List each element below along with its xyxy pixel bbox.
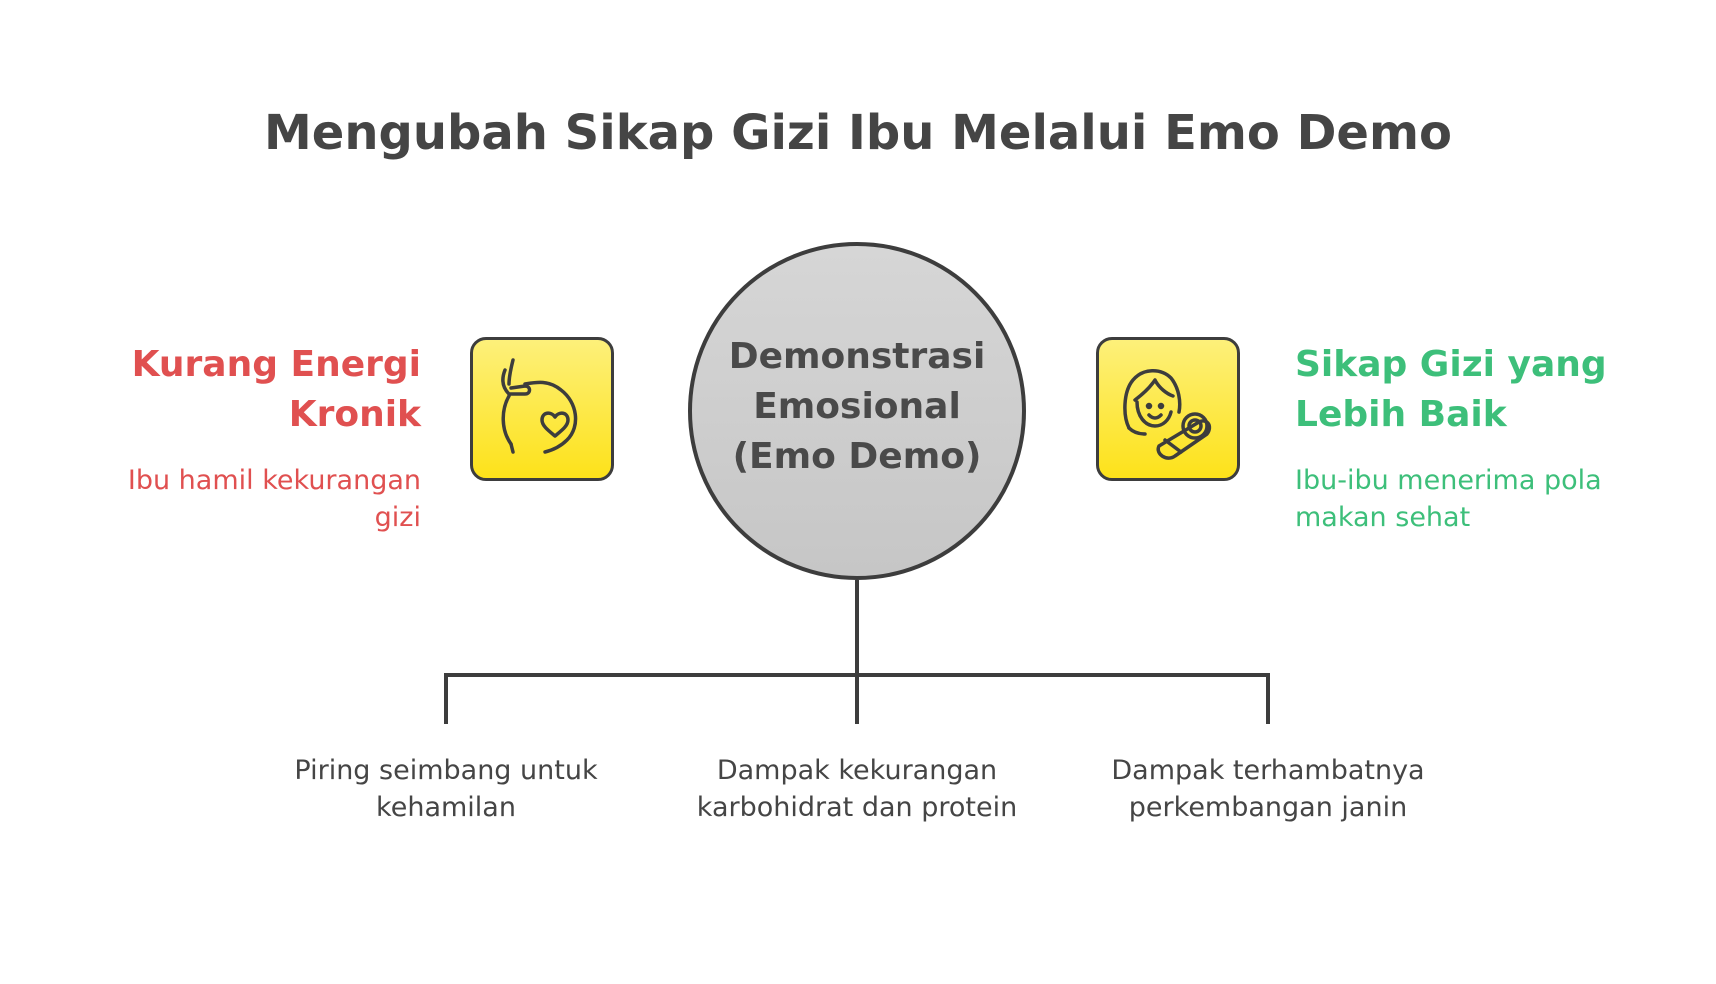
branch-label: Dampak kekurangan karbohidrat dan protei… [677,752,1037,826]
right-description-line: Ibu-ibu menerima pola [1295,465,1602,496]
center-label-line: (Emo Demo) [732,436,982,477]
left-description: Ibu hamil kekurangan gizi [101,462,421,536]
right-heading: Sikap Gizi yang Lebih Baik [1295,340,1615,440]
center-label-line: Emosional [753,386,961,427]
right-description: Ibu-ibu menerima pola makan sehat [1295,462,1625,536]
left-heading-line: Kronik [288,394,421,435]
branch-label-line: perkembangan janin [1128,792,1408,823]
right-description-line: makan sehat [1295,502,1471,533]
pregnant-belly-heart-icon [470,337,614,481]
branch-label: Dampak terhambatnya perkembangan janin [1088,752,1448,826]
right-heading-line: Lebih Baik [1295,394,1507,435]
branch-label-line: karbohidrat dan protein [696,792,1018,823]
branch-label-line: kehamilan [376,792,516,823]
branch-label-line: Dampak terhambatnya [1111,755,1425,786]
center-label: Demonstrasi Emosional (Emo Demo) [727,332,987,482]
left-description-line: gizi [374,502,421,533]
left-heading-line: Kurang Energi [131,344,421,385]
diagram-title: Mengubah Sikap Gizi Ibu Melalui Emo Demo [264,105,1452,161]
branch-label-line: Piring seimbang untuk [294,755,598,786]
branch-label-line: Dampak kekurangan [716,755,998,786]
center-label-line: Demonstrasi [728,336,986,377]
left-description-line: Ibu hamil kekurangan [127,465,421,496]
center-concept-circle: Demonstrasi Emosional (Emo Demo) [688,242,1026,580]
mother-baby-icon [1096,337,1240,481]
branch-label: Piring seimbang untuk kehamilan [266,752,626,826]
left-heading: Kurang Energi Kronik [121,340,421,440]
right-heading-line: Sikap Gizi yang [1295,344,1607,385]
